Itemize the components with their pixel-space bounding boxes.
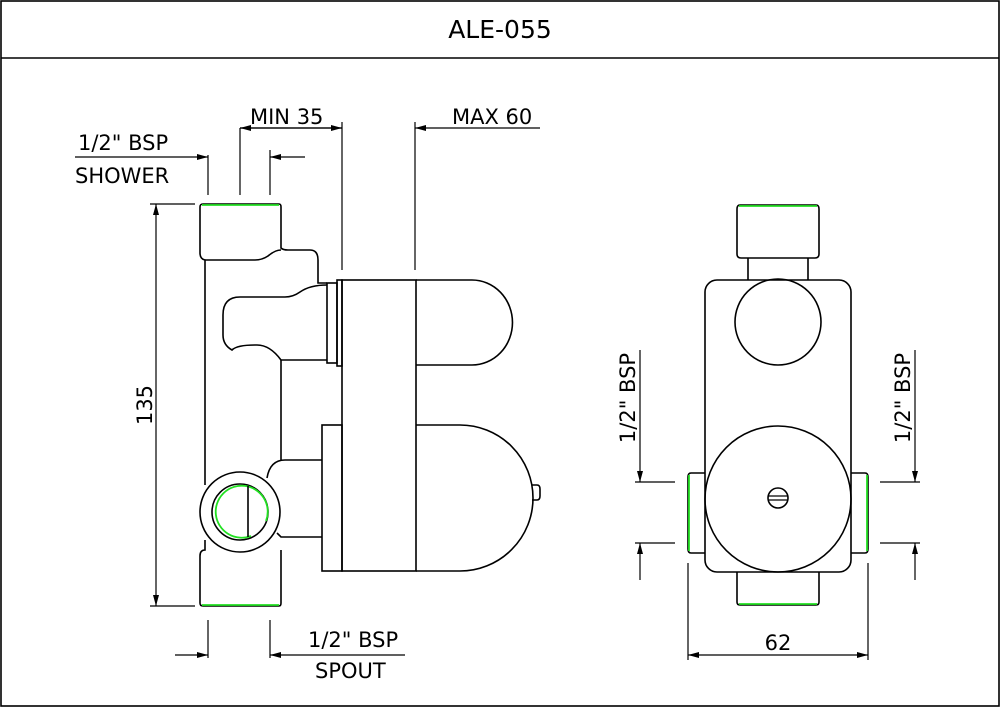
collar (326, 282, 338, 364)
lower-plate (321, 424, 343, 572)
right-inlet (851, 472, 869, 554)
top-fitting (203, 203, 327, 284)
outlet-connector (266, 459, 322, 479)
neck (747, 258, 809, 280)
front-top-fitting (736, 204, 820, 259)
mixer-knob (704, 425, 852, 573)
max-depth-label: MAX 60 (452, 105, 532, 129)
front-view: 1/2" BSP 1/2" BSP 62 (616, 204, 920, 660)
min-depth-label: MIN 35 (250, 105, 323, 129)
side-view: 1/2" BSP SHOWER MIN 35 MAX 60 135 1/2" B… (75, 105, 541, 683)
front-dimension-lines (635, 350, 920, 660)
bottom-fitting (199, 540, 282, 607)
spout-size-label: 1/2" BSP (308, 628, 398, 652)
spout-label: SPOUT (315, 659, 386, 683)
diverter-knob (734, 278, 822, 366)
height-dimension-label: 135 (133, 385, 157, 425)
upper-handle (416, 279, 514, 366)
shower-size-label: 1/2" BSP (78, 131, 168, 155)
side-knob (222, 284, 328, 361)
outlet-ring (199, 471, 281, 553)
shower-label: SHOWER (75, 164, 169, 188)
left-inlet-size-label: 1/2" BSP (616, 353, 640, 443)
drawing-title: ALE-055 (448, 15, 552, 44)
width-dimension-label: 62 (765, 631, 792, 655)
front-bottom-fitting (736, 572, 820, 606)
cover-plate (341, 279, 417, 572)
screw-icon (767, 487, 789, 509)
left-inlet (687, 472, 705, 554)
right-inlet-size-label: 1/2" BSP (891, 353, 915, 443)
thread-outlet (214, 484, 269, 539)
dimension-lines (75, 122, 540, 658)
handle-nub (532, 484, 541, 501)
lower-handle (416, 424, 534, 572)
